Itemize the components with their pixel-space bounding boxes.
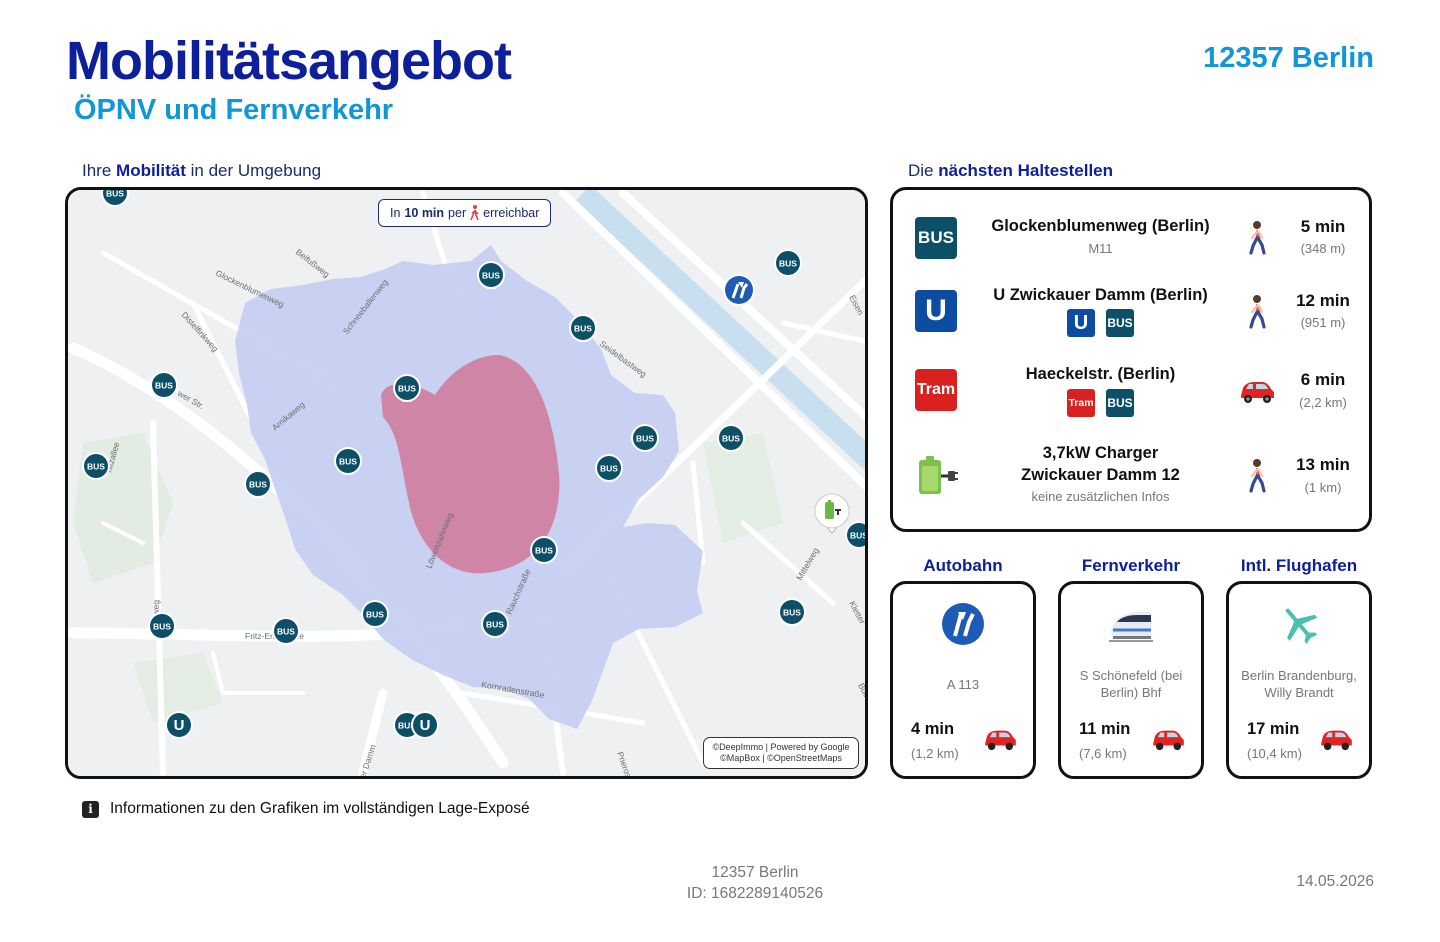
- ubahn-line-icon: U: [1067, 309, 1095, 337]
- station-distance: (7,6 km): [1079, 746, 1127, 761]
- walking-icon: [470, 205, 479, 221]
- footer-meta: 12357 Berlin ID: 1682289140526: [620, 862, 890, 904]
- bus-line-icon: BUS: [1106, 389, 1134, 417]
- stop-lines-text: M11: [1088, 241, 1113, 256]
- footer-id: ID: 1682289140526: [686, 885, 824, 902]
- tram-icon: Tram: [915, 369, 957, 411]
- stop-info-text: keine zusätzlichen Infos: [1031, 489, 1170, 504]
- map-attribution[interactable]: ©DeepImmo | Powered by Google ©MapBox | …: [703, 737, 859, 769]
- stop-distance: (1 km): [1304, 480, 1342, 495]
- card-title-fernverkehr: Fernverkehr: [1081, 556, 1181, 575]
- car-icon: [1153, 730, 1184, 751]
- map-canvas: BUS U: [68, 190, 865, 776]
- footer-location: 12357 Berlin: [711, 864, 799, 881]
- station-time: 11 min: [1079, 720, 1131, 738]
- card-autobahn[interactable]: A 113 4 min (1,2 km): [890, 581, 1036, 779]
- nearest-stops-panel: BUS Glockenblumenweg (Berlin) M11 5 min …: [890, 187, 1372, 532]
- stop-name: Haeckelstr. (Berlin): [1025, 365, 1176, 383]
- info-icon: i: [82, 800, 99, 818]
- stop-time: 6 min: [1300, 370, 1346, 389]
- charger-icon: [919, 456, 958, 494]
- location-header: 12357 Berlin: [1203, 42, 1374, 74]
- car-icon: [1321, 730, 1352, 751]
- ubahn-icon: U: [915, 290, 957, 332]
- info-note: i Informationen zu den Grafiken im volls…: [82, 800, 530, 818]
- bus-icon: BUS: [915, 217, 957, 259]
- card-title-autobahn: Autobahn: [923, 556, 1003, 575]
- stop-distance: (2,2 km): [1299, 395, 1347, 410]
- walking-icon: [1249, 221, 1266, 255]
- info-text: Informationen zu den Grafiken im vollstä…: [110, 800, 530, 817]
- card-fernverkehr[interactable]: S Schönefeld (bei Berlin) Bhf 11 min (7,…: [1058, 581, 1204, 779]
- airplane-icon: [1285, 608, 1318, 644]
- autobahn-distance: (1,2 km): [911, 746, 959, 761]
- stop-lines: U BUS: [978, 309, 1223, 337]
- highway-icon: [942, 603, 984, 645]
- car-icon: [1241, 382, 1274, 403]
- stop-name: Glockenblumenweg (Berlin): [991, 217, 1210, 235]
- airport-time: 17 min: [1247, 720, 1300, 738]
- stop-time: 12 min: [1296, 291, 1350, 310]
- card-title-flughafen: Intl. Flughafen: [1240, 556, 1358, 575]
- map-section-label: Ihre Mobilität in der Umgebung: [82, 161, 322, 180]
- page-subtitle: ÖPNV und Fernverkehr: [74, 94, 394, 126]
- card-flughafen[interactable]: Berlin Brandenburg, Willy Brandt 17 min …: [1226, 581, 1372, 779]
- mobility-map[interactable]: BUS U: [65, 187, 868, 779]
- stop-name: 3,7kW Charger Zwickauer Damm 12: [1021, 444, 1180, 484]
- walking-icon: [1249, 459, 1266, 493]
- stop-time: 5 min: [1300, 217, 1346, 236]
- stop-distance: (951 m): [1300, 315, 1346, 330]
- footer-date: 14.05.2026: [1296, 873, 1374, 890]
- autobahn-name: A 113: [946, 676, 980, 692]
- car-icon: [985, 730, 1016, 751]
- autobahn-time: 4 min: [911, 720, 955, 738]
- stops-section-label: Die nächsten Haltestellen: [908, 161, 1114, 180]
- stop-time: 13 min: [1296, 455, 1350, 474]
- page-title: Mobilitätsangebot: [66, 31, 512, 91]
- stop-distance: (348 m): [1300, 241, 1346, 256]
- station-name: S Schönefeld (bei Berlin) Bhf: [1079, 668, 1183, 700]
- airport-name: Berlin Brandenburg, Willy Brandt: [1241, 668, 1357, 700]
- tram-line-icon: Tram: [1067, 389, 1095, 417]
- train-icon: [1109, 612, 1153, 642]
- stop-name: U Zwickauer Damm (Berlin): [993, 286, 1208, 304]
- stop-lines: Tram BUS: [978, 389, 1223, 417]
- bus-line-icon: BUS: [1106, 309, 1134, 337]
- walking-icon: [1249, 295, 1266, 329]
- airport-distance: (10,4 km): [1247, 746, 1302, 761]
- reach-info-badge: In 10 min per erreichbar: [378, 199, 552, 227]
- svg-text:Buc: Buc: [856, 681, 865, 699]
